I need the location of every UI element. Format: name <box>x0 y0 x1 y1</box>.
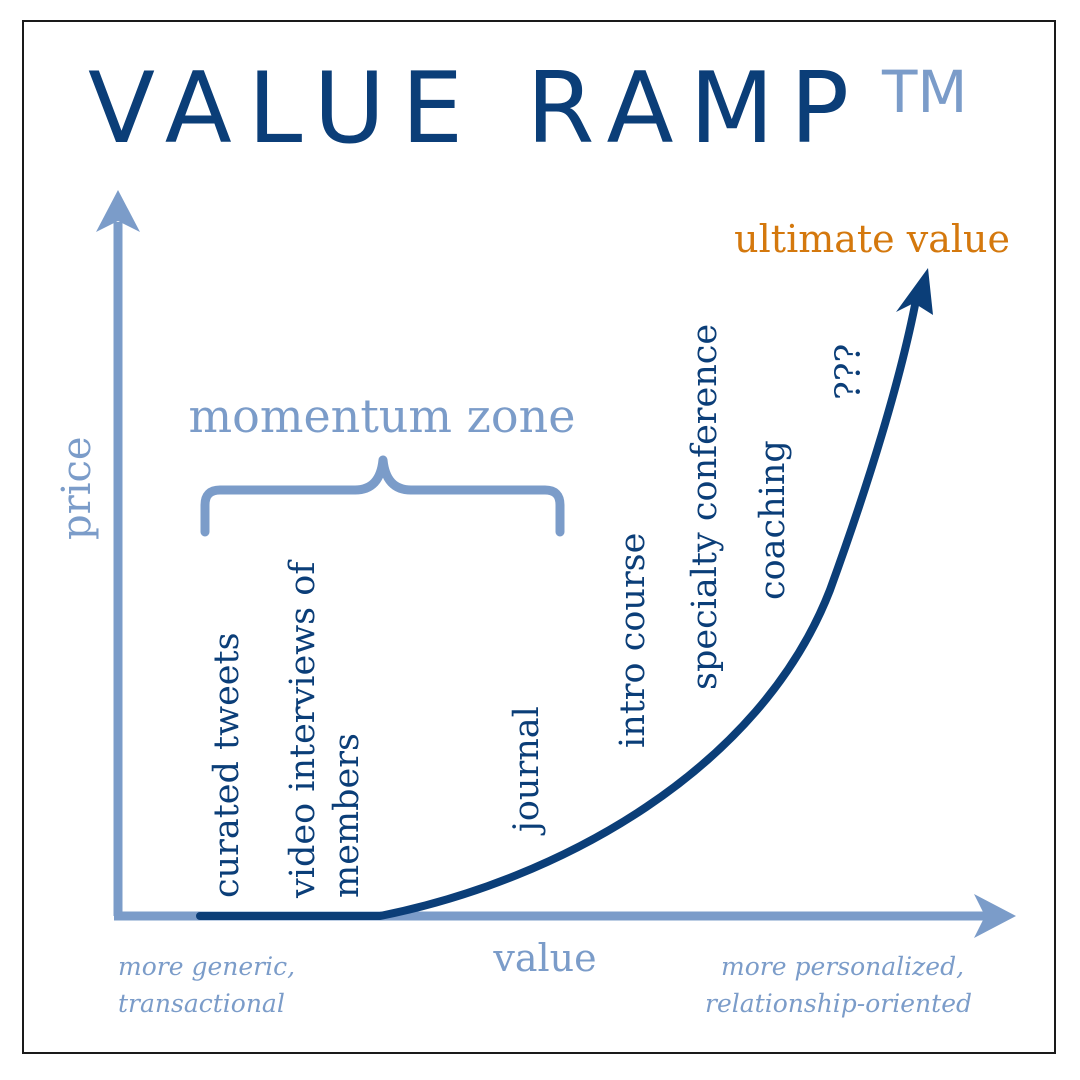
offering-line: curated tweets <box>207 632 247 898</box>
trademark-mark: TM <box>881 58 967 126</box>
offering-line: video interviews of <box>283 559 323 899</box>
x-axis-note-left-line: more generic, <box>118 952 295 981</box>
offering-intro-course: intro course <box>613 533 653 748</box>
diagram-frame <box>22 20 1056 1054</box>
offering-specialty-conference: specialty conference <box>685 324 725 690</box>
offering-coaching: coaching <box>753 440 793 600</box>
x-axis-arrowhead <box>974 894 1016 938</box>
momentum-zone-brace <box>200 455 565 537</box>
x-axis-label: value <box>492 936 596 980</box>
y-axis-arrowhead <box>96 190 140 232</box>
offering-video-interviews: video interviews of members <box>283 551 367 899</box>
y-axis-label: price <box>54 436 100 540</box>
offering-line: intro course <box>613 533 653 748</box>
x-axis-note-right: more personalized, relationship-oriented <box>705 952 972 1018</box>
offering-curated-tweets: curated tweets <box>207 632 247 898</box>
x-axis-note-left-line: transactional <box>118 989 285 1018</box>
momentum-zone-label: momentum zone <box>189 389 576 443</box>
ultimate-value-label: ultimate value <box>734 217 1010 261</box>
offering-journal: journal <box>507 706 547 836</box>
value-ramp-arrowhead <box>896 268 933 315</box>
x-axis-note-left: more generic, transactional <box>118 952 303 1018</box>
offering-unknown: ??? <box>829 344 869 400</box>
offering-line: coaching <box>753 440 793 600</box>
x-axis-note-right-line: more personalized, <box>721 952 964 981</box>
offering-line: members <box>327 733 367 898</box>
x-axis-note-right-line: relationship-oriented <box>705 989 972 1018</box>
offering-line: journal <box>507 706 547 836</box>
value-ramp-curve <box>196 301 919 920</box>
offering-line: ??? <box>829 344 869 400</box>
offering-line: specialty conference <box>685 324 725 690</box>
page-title: VALUE RAMP <box>88 52 865 166</box>
